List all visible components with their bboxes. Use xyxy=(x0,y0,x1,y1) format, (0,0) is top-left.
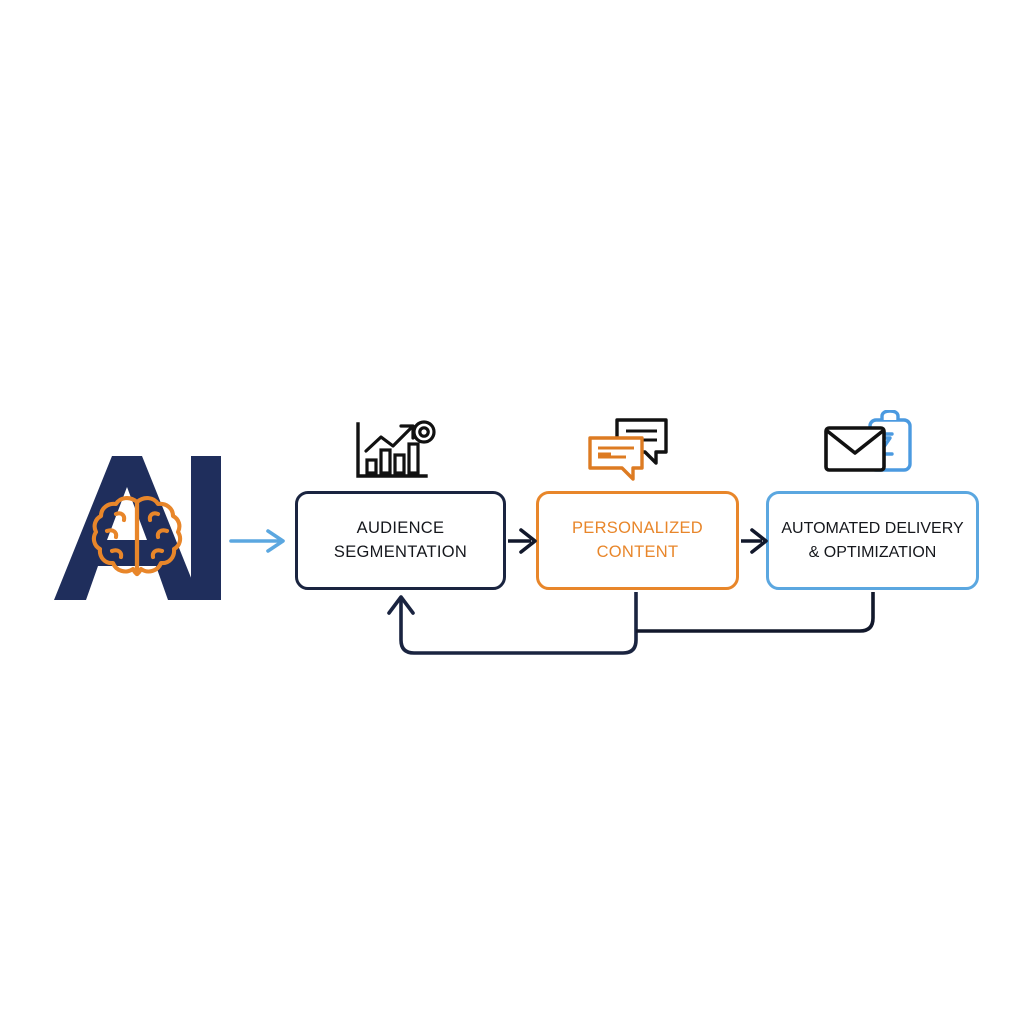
ai-logo xyxy=(50,452,225,604)
step-label-automated-delivery-optimization: AUTOMATED DELIVERY & OPTIMIZATION xyxy=(781,520,964,561)
envelope-clipboard-icon xyxy=(822,409,914,487)
feedback-loop-content-to-segmentation xyxy=(387,592,638,655)
step-label-personalized-content: PERSONALIZED CONTENT xyxy=(571,518,704,561)
step-box-audience-segmentation[interactable]: AUDIENCE SEGMENTATION xyxy=(295,491,506,590)
chat-bubbles-icon xyxy=(586,416,672,487)
feedback-loop-delivery-to-content xyxy=(636,592,875,633)
letter-i-shape xyxy=(191,456,221,600)
step-box-automated-delivery-optimization[interactable]: AUTOMATED DELIVERY & OPTIMIZATION xyxy=(766,491,979,590)
bar-chart-growth-target-icon xyxy=(352,420,438,487)
step-box-personalized-content[interactable]: PERSONALIZED CONTENT xyxy=(536,491,739,590)
step-arrow-1-to-2 xyxy=(508,528,537,554)
step-label-audience-segmentation: AUDIENCE SEGMENTATION xyxy=(333,518,468,561)
step-arrow-2-to-3 xyxy=(741,528,768,554)
intro-arrow xyxy=(229,529,285,553)
brain-icon xyxy=(91,496,183,577)
